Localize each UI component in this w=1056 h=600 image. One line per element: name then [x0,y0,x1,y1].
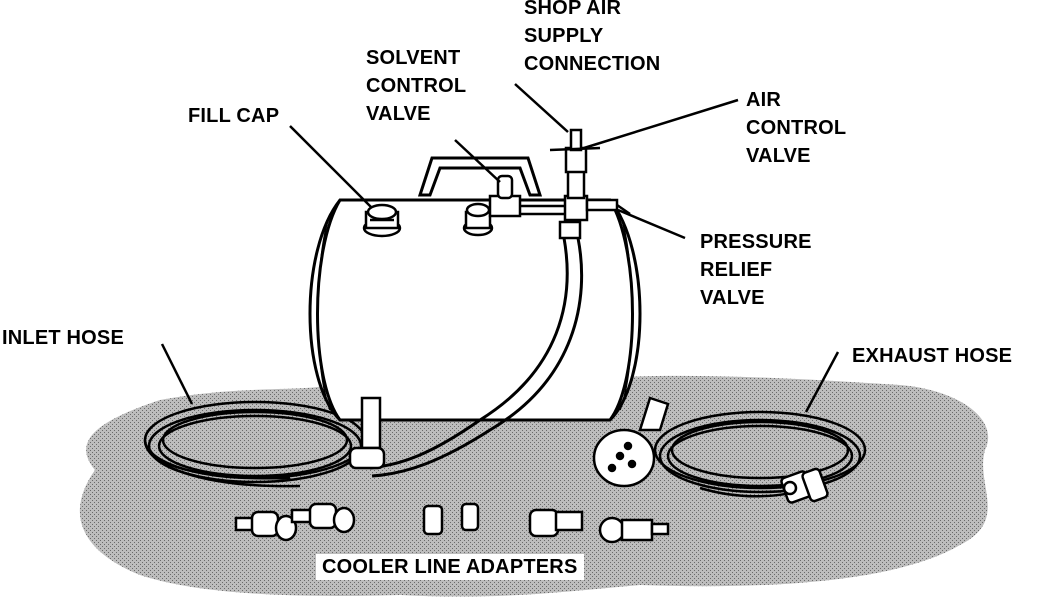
label-line: SUPPLY [524,25,604,47]
leader-lines [160,83,840,413]
adapter-1 [234,510,298,542]
label-line: INLET HOSE [2,327,125,349]
cooler-line-adapters [234,502,670,544]
label-line: SOLVENT [366,47,461,69]
label-shop-air-supply-connection: SHOP AIR SUPPLY CONNECTION [524,0,660,78]
air-valve-assembly [549,128,631,240]
solvent-valve [488,174,565,218]
label-line: SHOP AIR [524,0,622,19]
label-line: AIR [746,89,782,111]
exhaust-hose [653,410,867,498]
label-cooler-line-adapters: COOLER LINE ADAPTERS [316,554,584,580]
ground-shadow [79,375,989,597]
label-line: VALVE [746,145,811,167]
adapter-2 [290,502,356,534]
label-line: COOLER LINE ADAPTERS [322,556,578,578]
label-line: EXHAUST HOSE [852,345,1013,367]
label-line: FILL CAP [188,105,280,127]
label-line: VALVE [700,287,765,309]
tank-handle [417,156,543,197]
fill-cap [362,203,402,238]
label-inlet-hose: INLET HOSE [2,324,124,352]
adapter-6 [598,516,670,544]
port-cap [462,202,494,237]
adapter-5 [528,508,584,538]
adapter-3 [422,504,444,536]
label-line: CONNECTION [524,53,661,75]
label-exhaust-hose: EXHAUST HOSE [852,342,1012,370]
label-line: PRESSURE [700,231,812,253]
label-line: CONTROL [746,117,847,139]
label-line: RELIEF [700,259,773,281]
label-line: CONTROL [366,75,467,97]
inlet-hose-riser [369,237,569,470]
adapter-4 [460,502,480,532]
label-line: VALVE [366,103,431,125]
exhaust-nozzle [592,396,670,488]
label-fill-cap: FILL CAP [188,102,279,130]
tank-foot [348,396,386,470]
label-air-control-valve: AIR CONTROL VALVE [746,86,846,170]
label-pressure-relief-valve: PRESSURE RELIEF VALVE [700,228,812,312]
exhaust-fitting [780,467,829,504]
label-solvent-control-valve: SOLVENT CONTROL VALVE [366,44,466,128]
